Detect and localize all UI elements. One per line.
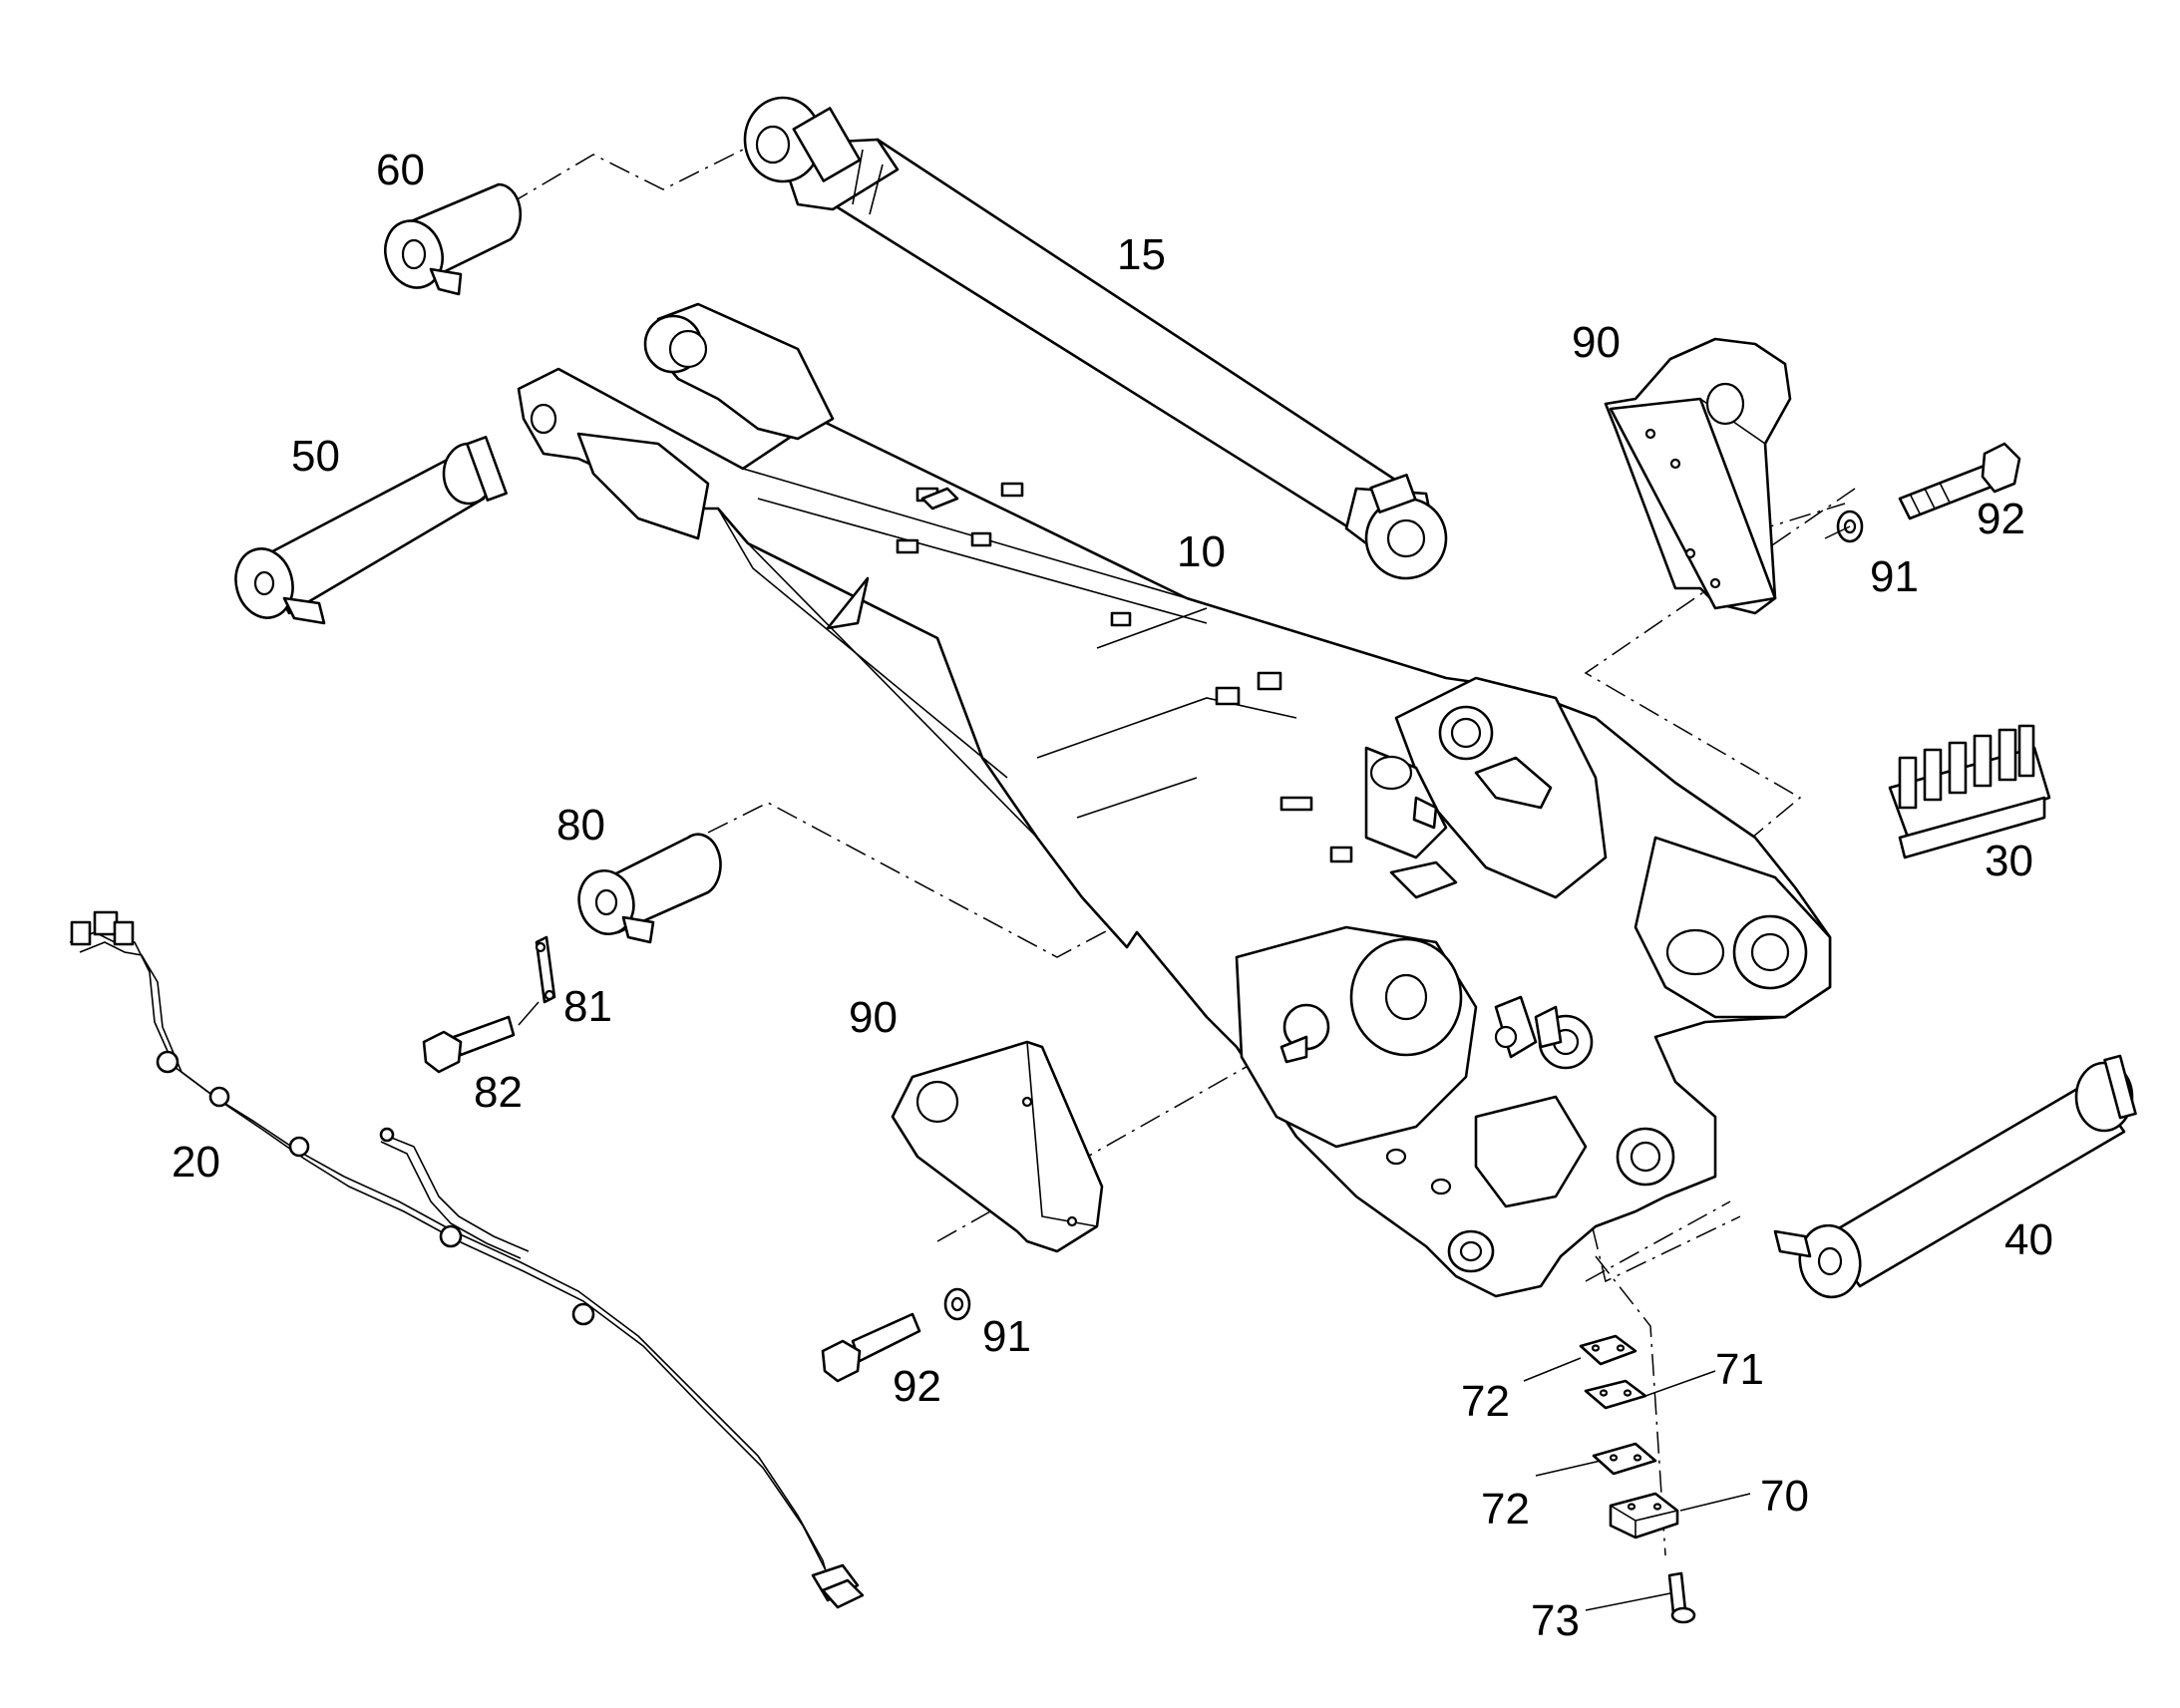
bolt-82 <box>422 1015 516 1074</box>
plate-81 <box>535 935 556 1004</box>
callout-20: 20 <box>172 1138 220 1187</box>
callout-90-upper: 90 <box>1572 318 1621 367</box>
bolt-92-upper <box>1898 442 2021 520</box>
callout-82: 82 <box>474 1068 523 1117</box>
callout-72-lower: 72 <box>1481 1485 1530 1534</box>
callout-90-lower: 90 <box>849 993 898 1042</box>
callout-15: 15 <box>1117 230 1166 279</box>
callout-81: 81 <box>563 982 612 1031</box>
valve-block-30 <box>1888 724 2051 859</box>
shim-71 <box>1584 1379 1647 1410</box>
screw-73 <box>1667 1571 1696 1624</box>
bolt-92-lower <box>821 1312 921 1383</box>
callout-10: 10 <box>1177 527 1226 576</box>
shim-72-upper <box>1579 1334 1637 1366</box>
pad-70 <box>1609 1492 1679 1539</box>
callout-50: 50 <box>291 432 340 481</box>
callout-73: 73 <box>1531 1596 1580 1645</box>
long-pin-40 <box>1773 1054 2137 1299</box>
washer-91-lower <box>943 1287 971 1321</box>
callout-91-upper: 91 <box>1870 552 1919 601</box>
callout-92-lower: 92 <box>893 1362 941 1411</box>
hydraulic-cylinder-15 <box>743 96 1448 580</box>
bracket-90-lower <box>891 1040 1104 1253</box>
callout-80: 80 <box>556 801 605 850</box>
callout-30: 30 <box>1985 837 2033 885</box>
callout-60: 60 <box>376 146 425 194</box>
callout-labels: 60 15 50 10 90 92 91 30 80 81 82 20 90 9… <box>172 146 2053 1645</box>
bushing-80 <box>577 833 722 944</box>
callout-92-upper: 92 <box>1977 495 2025 543</box>
callout-71: 71 <box>1715 1345 1764 1394</box>
shim-72-lower <box>1592 1442 1657 1476</box>
callout-72-upper: 72 <box>1461 1377 1510 1426</box>
callout-91-lower: 91 <box>982 1312 1031 1361</box>
callout-70: 70 <box>1760 1472 1809 1521</box>
leader-lines <box>518 525 1851 1611</box>
bracket-90-upper <box>1604 337 1792 615</box>
callout-40: 40 <box>2004 1215 2053 1264</box>
long-pin-50 <box>234 436 508 625</box>
bushing-pin-60 <box>384 182 523 296</box>
boom-structure-10 <box>517 302 1832 1298</box>
hose-harness-20 <box>69 910 865 1609</box>
